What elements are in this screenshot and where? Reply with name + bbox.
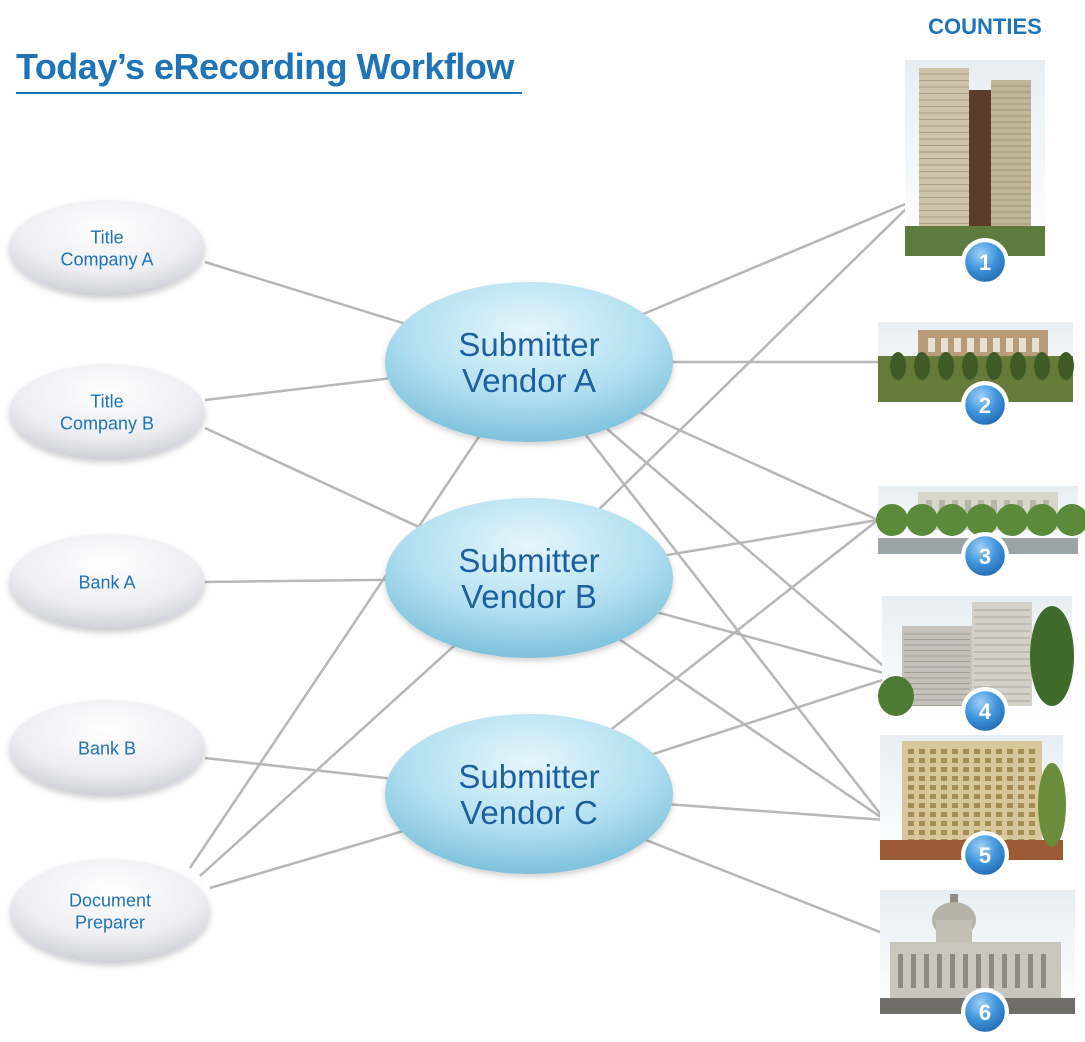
connector-line: [604, 426, 896, 677]
source-label: Company B: [60, 413, 154, 433]
vendor-label: Vendor B: [461, 578, 597, 615]
county-5-building: [880, 735, 1066, 860]
vendor-label: Submitter: [458, 326, 599, 363]
county-number: 2: [979, 393, 991, 418]
connector-lines: [188, 198, 916, 938]
connector-line: [188, 434, 481, 869]
source-label: Title: [90, 391, 123, 411]
vendor-label: Submitter: [458, 758, 599, 795]
connector-line: [609, 519, 879, 731]
connector-line: [204, 260, 407, 326]
source-label: Company A: [60, 249, 153, 269]
county-number-badge: 6: [961, 988, 1009, 1036]
source-ellipse: [9, 700, 205, 796]
connector-line: [663, 518, 879, 557]
connector-line: [204, 756, 391, 780]
connector-line: [209, 829, 405, 890]
counties-heading: COUNTIES: [928, 14, 1042, 39]
county-number: 1: [979, 250, 991, 275]
vendor-ellipse: [385, 714, 673, 874]
connector-line: [583, 433, 886, 821]
vendor-ellipse: [385, 282, 673, 442]
connector-line: [643, 838, 891, 938]
page-title: Today’s eRecording Workflow: [16, 46, 522, 94]
connector-line: [650, 674, 896, 756]
county-number: 6: [979, 1000, 991, 1025]
connector-line: [655, 610, 896, 678]
connector-line: [641, 198, 916, 316]
connector-line: [597, 199, 916, 511]
counties-column: 1 2 3 4 5 6: [876, 60, 1085, 1036]
county-number: 5: [979, 843, 991, 868]
bank-a-node: Bank A: [9, 534, 205, 630]
source-label: Document: [69, 890, 151, 910]
source-label: Preparer: [75, 912, 145, 932]
source-label: Title: [90, 227, 123, 247]
county-number-badge: 3: [961, 532, 1009, 580]
county-number-badge: 2: [961, 381, 1009, 429]
source-ellipse: [10, 859, 210, 963]
source-label: Bank B: [78, 738, 136, 758]
connector-line: [668, 802, 886, 822]
connector-line: [204, 426, 422, 529]
connector-line: [637, 410, 879, 522]
county-number: 4: [979, 699, 992, 724]
connector-line: [199, 643, 457, 877]
vendor-label: Vendor A: [462, 362, 596, 399]
vendor-label: Vendor C: [460, 794, 598, 831]
county-number-badge: 5: [961, 831, 1009, 879]
connector-line: [204, 578, 388, 584]
source-ellipse: [9, 364, 205, 460]
source-ellipse: [9, 200, 205, 296]
connector-line: [617, 637, 886, 822]
county-number: 3: [979, 544, 991, 569]
county-number-badge: 4: [961, 687, 1009, 735]
source-label: Bank A: [78, 572, 135, 592]
vendor-label: Submitter: [458, 542, 599, 579]
source-ellipse: [9, 534, 205, 630]
county-1-building: [905, 60, 1045, 256]
vendor-ellipse: [385, 498, 673, 658]
bank-b-node: Bank B: [9, 700, 205, 796]
connector-line: [204, 376, 392, 402]
county-3-building: [876, 486, 1085, 554]
county-number-badge: 1: [961, 238, 1009, 286]
